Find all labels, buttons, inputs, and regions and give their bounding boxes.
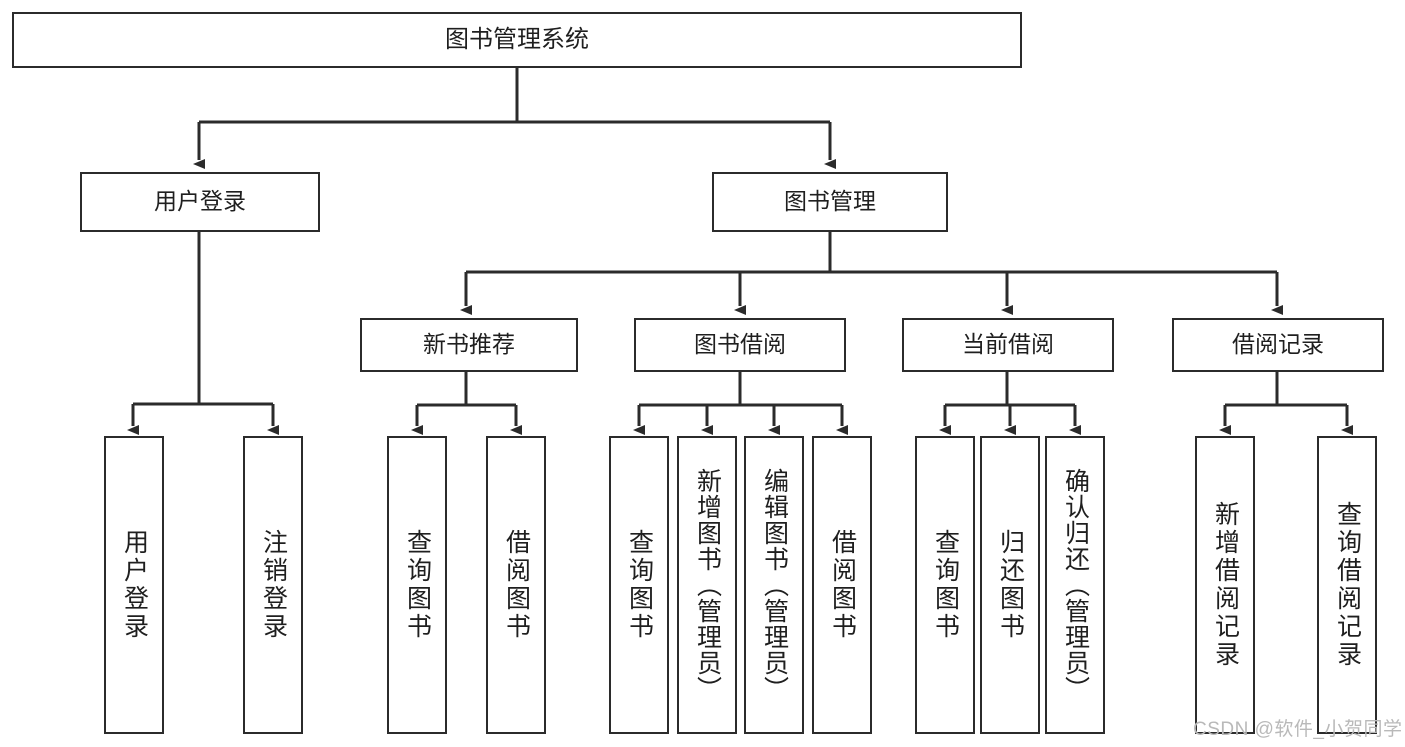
node-label: 借阅记录	[1232, 331, 1324, 358]
node-label: 新增借阅记录	[1211, 501, 1240, 669]
node-leaf-confirm-return-admin[interactable]: 确认归还（管理员）	[1045, 436, 1105, 734]
node-leaf-user-login[interactable]: 用户登录	[104, 436, 164, 734]
node-label: 借阅图书	[502, 529, 531, 641]
node-leaf-add-borrow-record[interactable]: 新增借阅记录	[1195, 436, 1255, 734]
node-label: 编辑图书（管理员）	[760, 468, 789, 702]
node-label: 查询借阅记录	[1333, 501, 1362, 669]
node-root-system[interactable]: 图书管理系统	[12, 12, 1022, 68]
node-leaf-logout-login[interactable]: 注销登录	[243, 436, 303, 734]
node-current-borrow[interactable]: 当前借阅	[902, 318, 1114, 372]
node-leaf-borrow-book-2[interactable]: 借阅图书	[812, 436, 872, 734]
node-leaf-query-borrow-record[interactable]: 查询借阅记录	[1317, 436, 1377, 734]
node-label: 用户登录	[120, 529, 149, 641]
watermark-csdn: CSDN @软件_小贺同学	[1193, 719, 1403, 740]
node-book-borrow[interactable]: 图书借阅	[634, 318, 846, 372]
node-label: 新书推荐	[423, 331, 515, 358]
node-label: 查询图书	[625, 529, 654, 641]
node-label: 查询图书	[403, 529, 432, 641]
node-leaf-borrow-book-1[interactable]: 借阅图书	[486, 436, 546, 734]
node-user-login[interactable]: 用户登录	[80, 172, 320, 232]
node-leaf-return-book[interactable]: 归还图书	[980, 436, 1040, 734]
node-label: 新增图书（管理员）	[693, 468, 722, 702]
node-label: 查询图书	[931, 529, 960, 641]
node-leaf-edit-book-admin[interactable]: 编辑图书（管理员）	[744, 436, 804, 734]
node-label: 用户登录	[154, 188, 246, 215]
node-leaf-query-book-3[interactable]: 查询图书	[915, 436, 975, 734]
node-new-book-recommend[interactable]: 新书推荐	[360, 318, 578, 372]
node-label: 归还图书	[996, 529, 1025, 641]
node-label: 图书借阅	[694, 331, 786, 358]
node-leaf-query-book-2[interactable]: 查询图书	[609, 436, 669, 734]
node-label: 注销登录	[259, 529, 288, 641]
node-label: 图书管理系统	[445, 25, 589, 53]
node-label: 确认归还（管理员）	[1061, 468, 1090, 702]
node-leaf-add-book-admin[interactable]: 新增图书（管理员）	[677, 436, 737, 734]
node-label: 图书管理	[784, 188, 876, 215]
node-leaf-query-book-1[interactable]: 查询图书	[387, 436, 447, 734]
node-label: 当前借阅	[962, 331, 1054, 358]
node-book-manage[interactable]: 图书管理	[712, 172, 948, 232]
node-label: 借阅图书	[828, 529, 857, 641]
node-borrow-record[interactable]: 借阅记录	[1172, 318, 1384, 372]
